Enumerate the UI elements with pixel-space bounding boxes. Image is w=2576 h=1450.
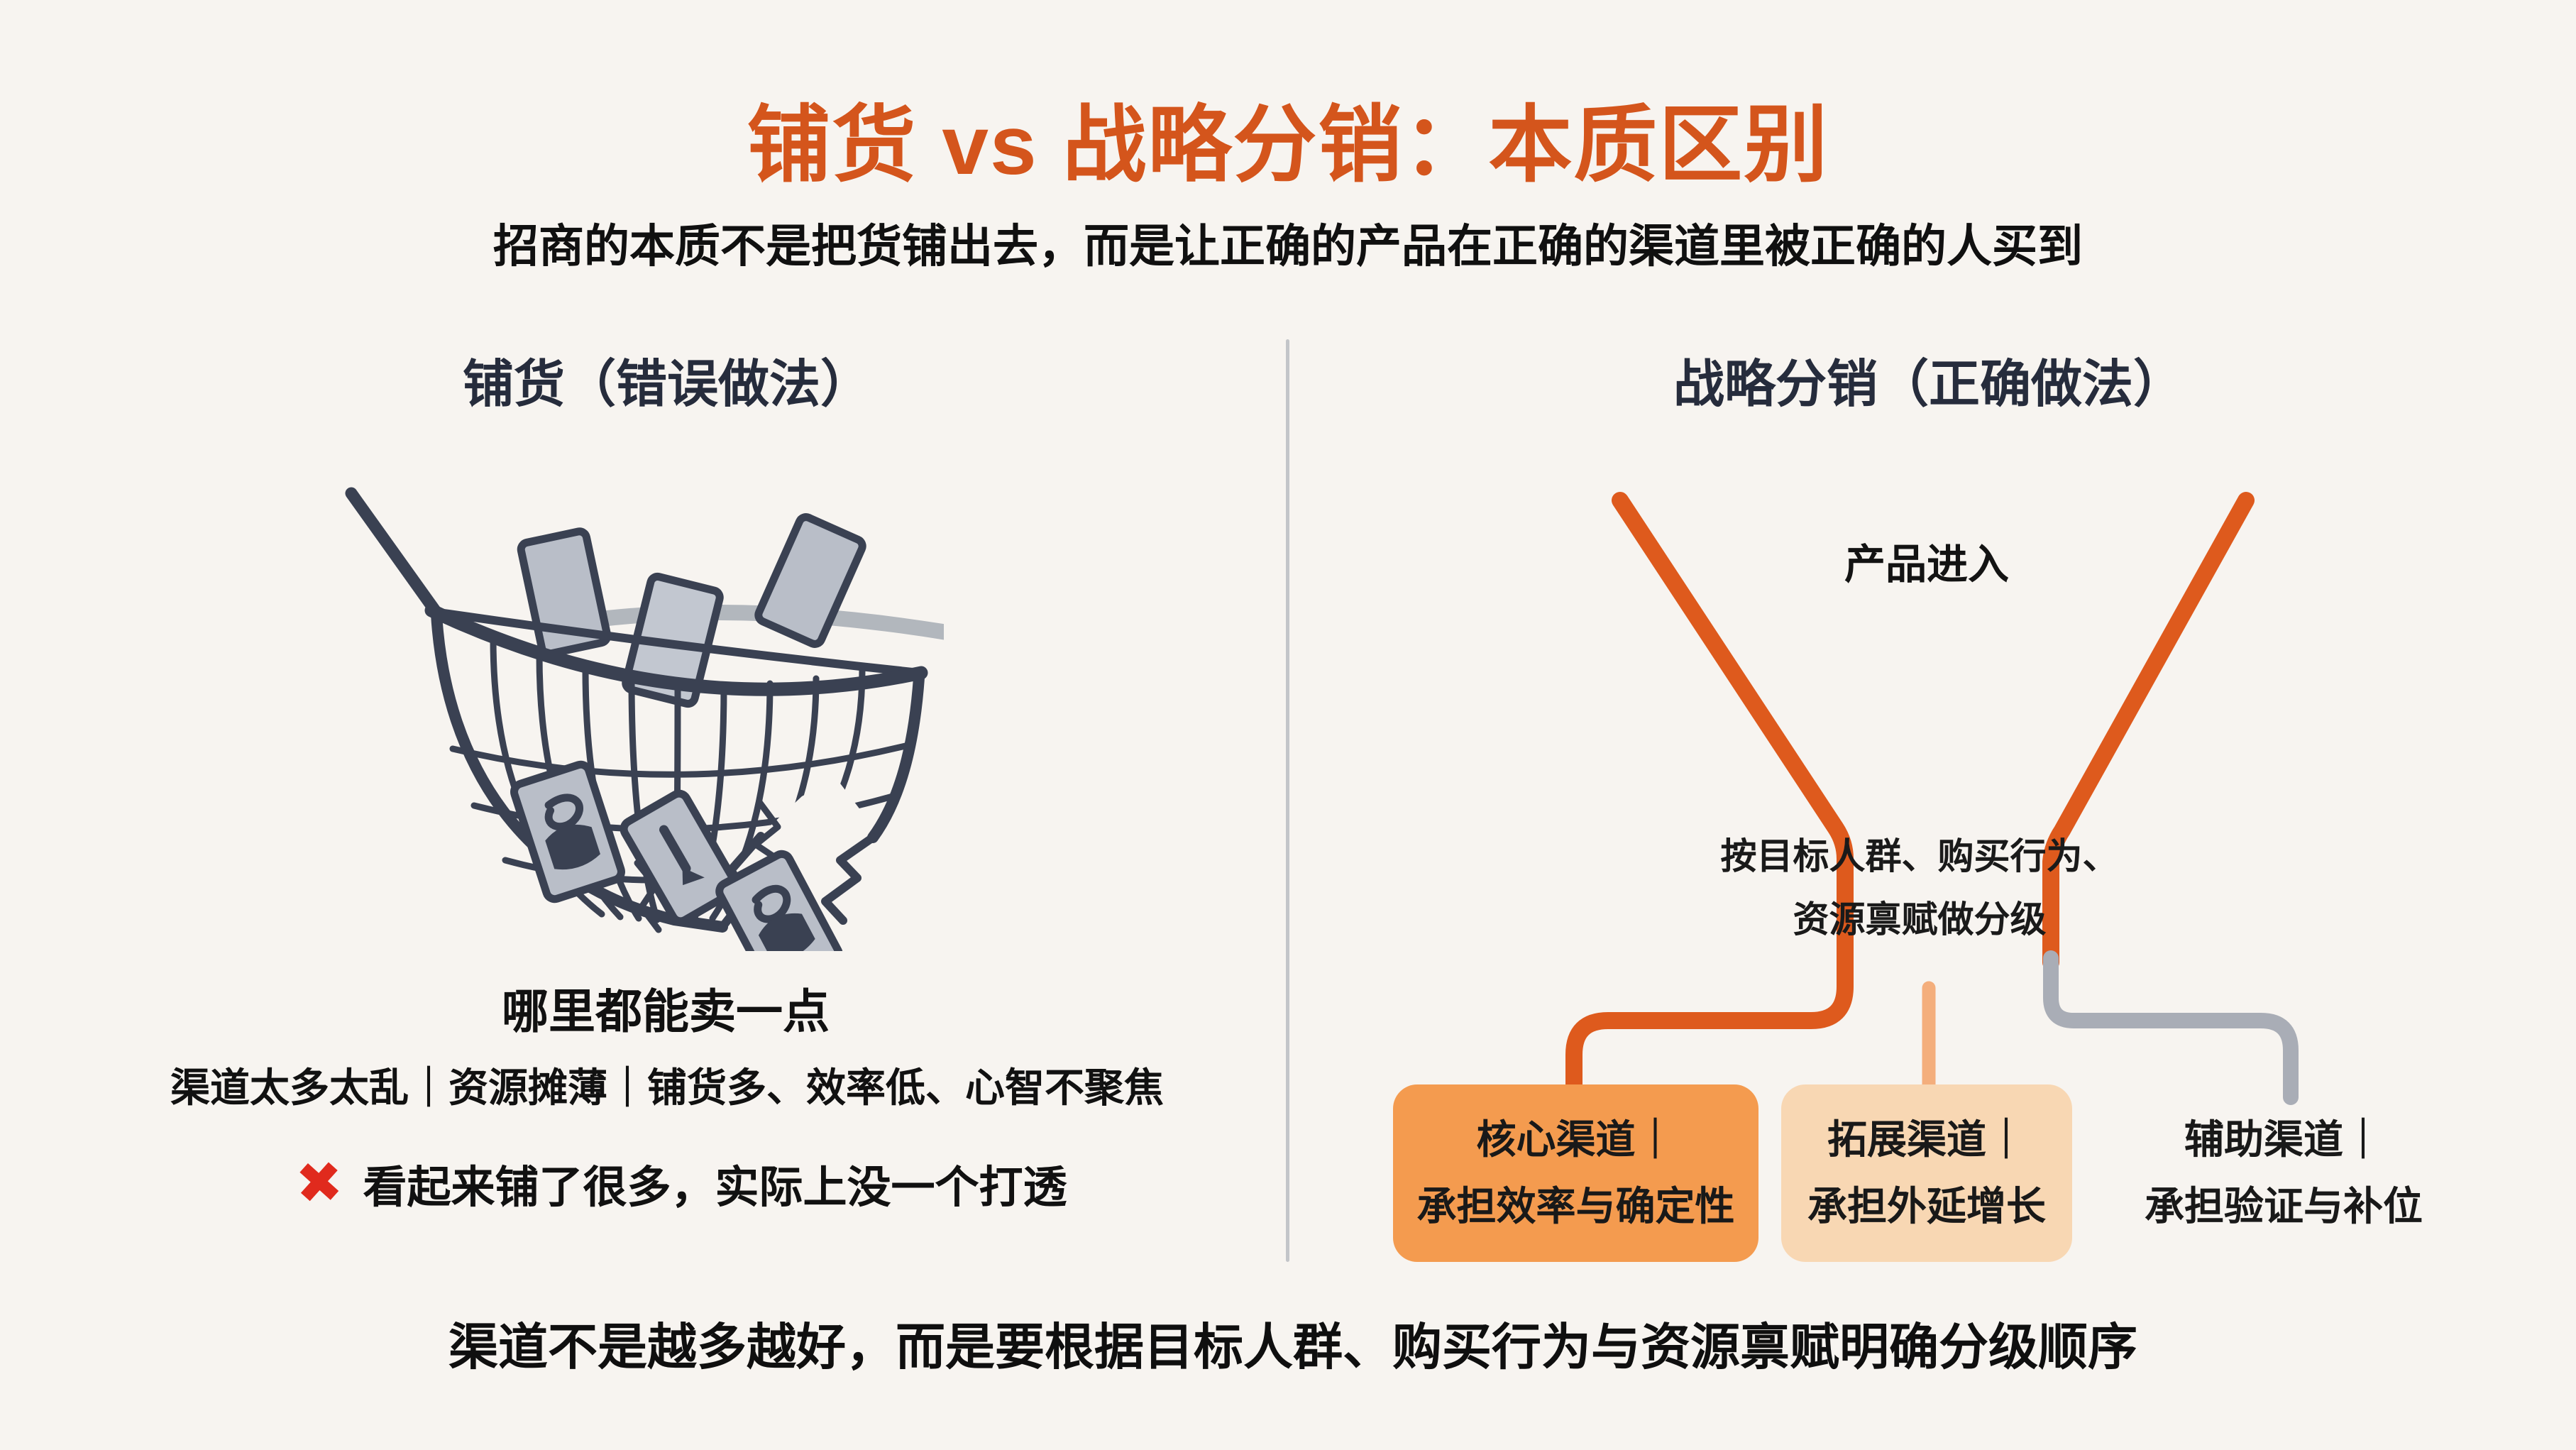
funnel-note-line1: 按目标人群、购买行为、 — [1720, 836, 2119, 877]
funnel-entry-label: 产品进入 — [1844, 542, 2010, 588]
channel-box-auxiliary: 辅助渠道｜ 承担验证与补位 — [2092, 1084, 2475, 1262]
channel-expansion-desc: 承担外延增长 — [1807, 1184, 2046, 1229]
left-caption: 哪里都能卖一点 — [502, 985, 830, 1038]
left-panel-header: 铺货（错误做法） — [462, 356, 872, 413]
x-icon: ✖ — [294, 1150, 345, 1216]
page-subtitle: 招商的本质不是把货铺出去，而是让正确的产品在正确的渠道里被正确的人买到 — [493, 221, 2083, 272]
channel-expansion-title: 拓展渠道｜ — [1827, 1116, 2026, 1162]
falling-card — [620, 789, 740, 926]
channel-auxiliary-title: 辅助渠道｜ — [2184, 1116, 2383, 1162]
page-title: 铺货 vs 战略分销：本质区别 — [747, 99, 1829, 192]
funnel-grading-note: 按目标人群、购买行为、 资源禀赋做分级 — [1720, 825, 2118, 952]
center-divider — [1286, 339, 1289, 1262]
product-card — [754, 513, 866, 648]
left-issues-text: 渠道太多太乱｜资源摊薄｜铺货多、效率低、心智不聚焦 — [170, 1065, 1164, 1110]
footer-conclusion: 渠道不是越多越好，而是要根据目标人群、购买行为与资源禀赋明确分级顺序 — [448, 1319, 2137, 1375]
channel-core-desc: 承担效率与确定性 — [1416, 1184, 1735, 1229]
funnel-note-line2: 资源禀赋做分级 — [1793, 899, 2047, 940]
channel-auxiliary-desc: 承担验证与补位 — [2145, 1184, 2423, 1229]
falling-card — [715, 850, 843, 951]
channel-box-core: 核心渠道｜ 承担效率与确定性 — [1393, 1084, 1758, 1262]
left-failure-note: ✖ 看起来铺了很多，实际上没一个打透 — [294, 1150, 1067, 1216]
channel-box-expansion: 拓展渠道｜ 承担外延增长 — [1781, 1084, 2072, 1262]
broken-basket-icon — [345, 487, 944, 951]
channel-core-title: 核心渠道｜ — [1476, 1116, 1675, 1162]
failure-note-text: 看起来铺了很多，实际上没一个打透 — [363, 1163, 1067, 1212]
right-panel-header: 战略分销（正确做法） — [1673, 356, 2185, 413]
falling-card — [510, 760, 625, 903]
funnel-icon — [1565, 492, 2299, 1105]
